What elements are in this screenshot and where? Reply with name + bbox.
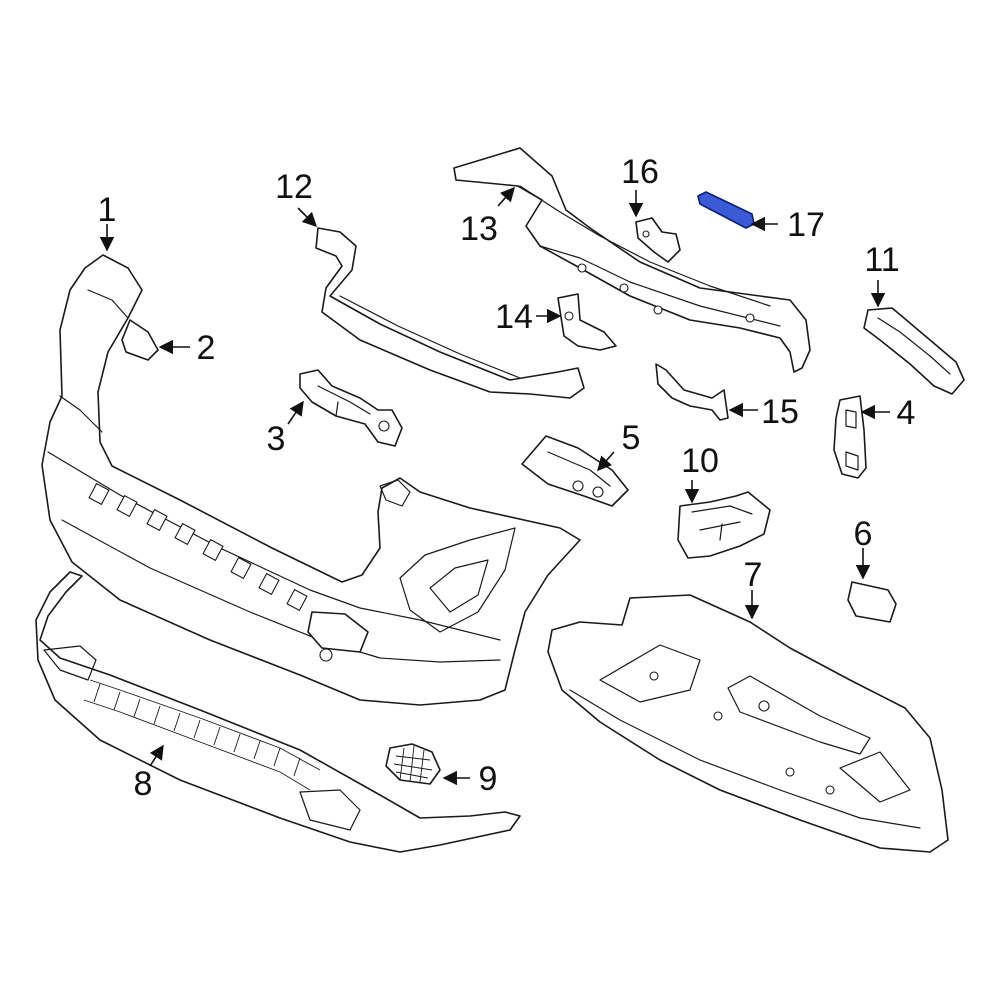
part-5-bracket[interactable] bbox=[521, 435, 629, 507]
callout-10: 10 bbox=[681, 442, 719, 480]
callout-11: 11 bbox=[864, 241, 899, 279]
part-9-grille-insert[interactable] bbox=[385, 743, 441, 785]
callout-9: 9 bbox=[479, 760, 498, 798]
bumper-cover-slots bbox=[88, 482, 308, 612]
callout-1: 1 bbox=[98, 191, 117, 229]
callout-8: 8 bbox=[134, 765, 153, 803]
leader-arrows bbox=[99, 186, 890, 786]
callout-7: 7 bbox=[744, 556, 763, 594]
callout-3: 3 bbox=[267, 420, 286, 458]
part-16-clip-bracket[interactable] bbox=[635, 217, 681, 263]
callout-2: 2 bbox=[197, 329, 216, 367]
callout-12: 12 bbox=[275, 168, 313, 206]
part-13-reinforcement[interactable] bbox=[453, 147, 811, 373]
part-14-bracket[interactable] bbox=[557, 293, 617, 351]
callout-13: 13 bbox=[460, 210, 498, 248]
part-15-bracket[interactable] bbox=[655, 363, 729, 421]
part-11-side-bracket[interactable] bbox=[863, 307, 965, 395]
callout-5: 5 bbox=[622, 419, 641, 457]
part-7-under-shield[interactable] bbox=[547, 594, 949, 853]
callout-6: 6 bbox=[854, 515, 873, 553]
part-17-seal-strip[interactable] bbox=[697, 191, 755, 229]
callout-17: 17 bbox=[787, 206, 825, 244]
part-12-wire-bracket[interactable] bbox=[315, 227, 585, 399]
part-4-side-bracket[interactable] bbox=[833, 395, 867, 479]
part-10-bracket[interactable] bbox=[677, 491, 771, 559]
callout-16: 16 bbox=[621, 153, 659, 191]
part-3-bracket[interactable] bbox=[299, 369, 403, 447]
callout-4: 4 bbox=[897, 394, 916, 432]
callout-15: 15 bbox=[761, 393, 799, 431]
part-2-reflector[interactable] bbox=[121, 319, 159, 361]
callout-14: 14 bbox=[495, 298, 533, 336]
callout-labels: 1 2 3 4 5 6 7 8 9 10 11 12 13 14 15 16 1… bbox=[98, 153, 916, 803]
part-8-lower-valance[interactable] bbox=[35, 571, 521, 853]
part-6-cap[interactable] bbox=[847, 581, 897, 623]
part-1-bumper-cover[interactable] bbox=[41, 254, 581, 706]
valance-grille-mesh bbox=[93, 683, 301, 777]
